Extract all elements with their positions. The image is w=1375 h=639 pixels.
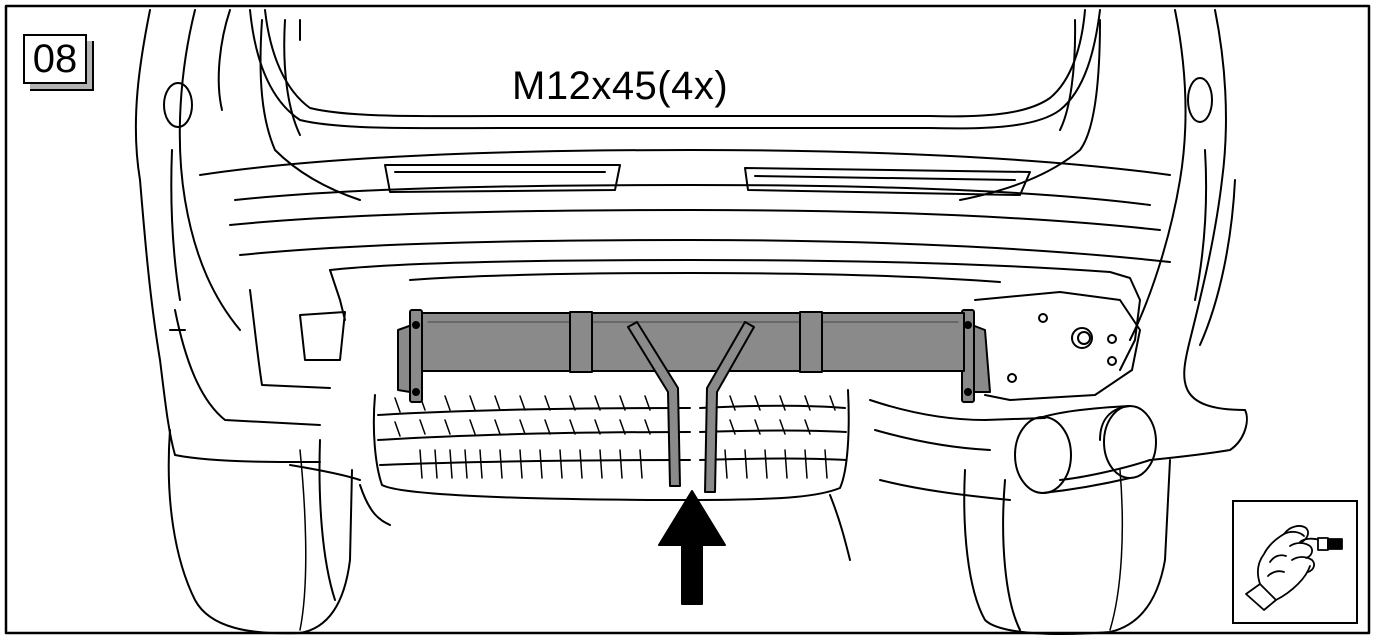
body-right-side <box>1149 9 1248 461</box>
rear-bumper <box>329 259 1141 371</box>
body-left-side <box>134 9 321 463</box>
left-reflector <box>299 311 346 361</box>
step-number: 08 <box>32 36 78 81</box>
exhaust-pipes <box>869 399 1157 501</box>
tow-crossbar <box>397 309 991 403</box>
step-number-badge: 08 <box>23 34 94 91</box>
right-tire <box>963 459 1171 635</box>
frame-border <box>4 4 1371 635</box>
right-mount-plate <box>974 291 1141 401</box>
hand-tighten-icon <box>1245 525 1343 611</box>
bolt-spec-label: M12x45(4x) <box>512 64 729 108</box>
spare-tire <box>372 389 850 501</box>
left-recess <box>384 164 621 193</box>
lift-fork <box>627 321 755 493</box>
tailgate-window <box>249 9 1101 130</box>
left-tire <box>167 429 353 635</box>
up-arrow-icon <box>658 490 726 605</box>
right-recess <box>744 167 1031 196</box>
tire-tread <box>394 395 836 479</box>
hand-tighten-icon-box <box>1232 500 1358 624</box>
